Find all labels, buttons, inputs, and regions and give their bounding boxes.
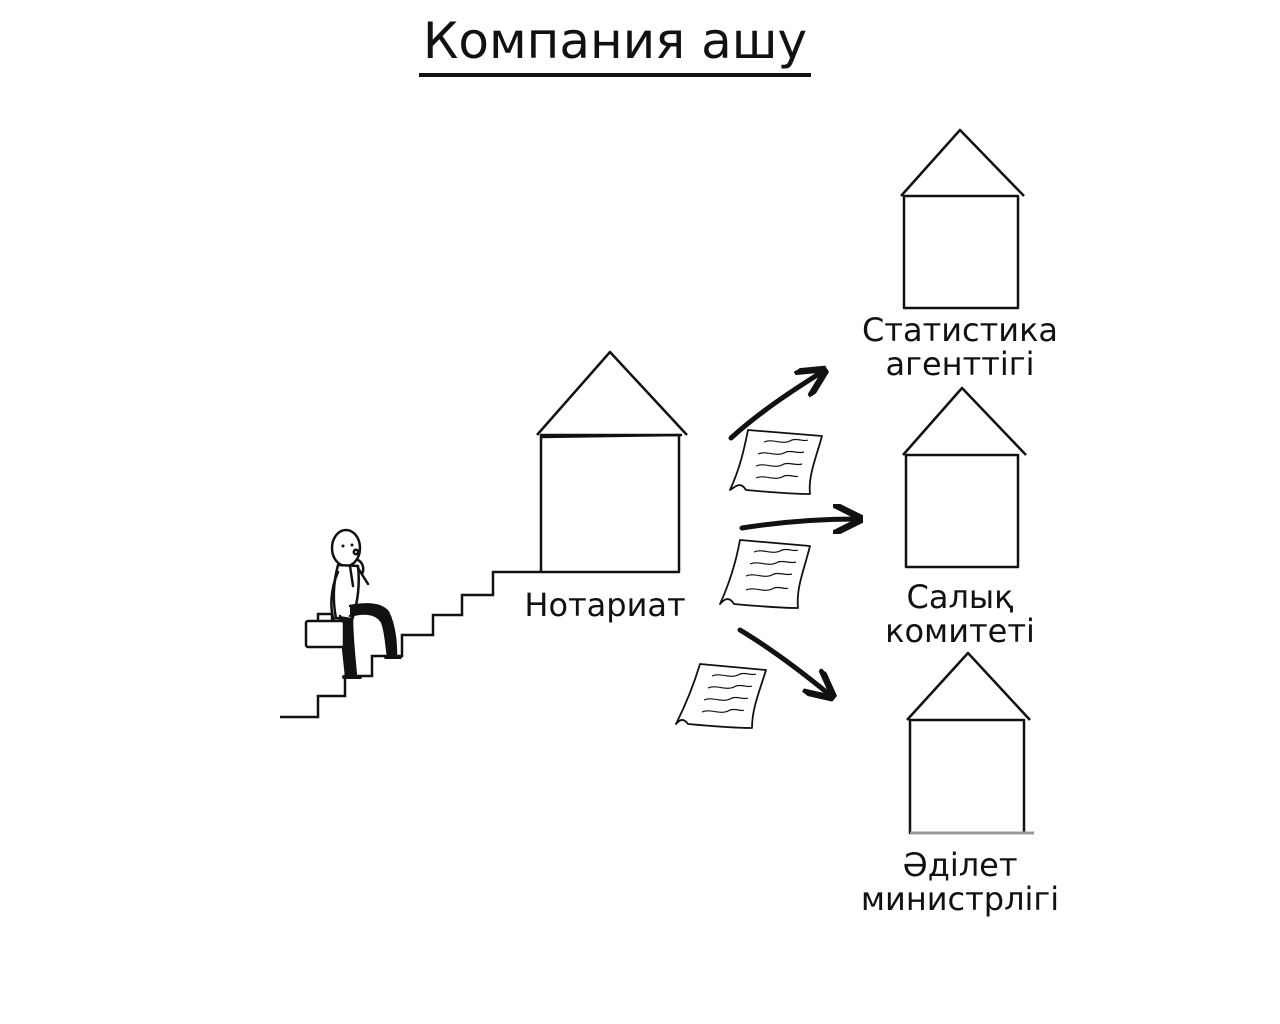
label-notary-text: Нотариат: [524, 586, 686, 624]
house-statistics: [900, 128, 1025, 310]
businessman-leg-front: [348, 603, 398, 658]
label-justice: Әділет министрлігі: [835, 848, 1085, 916]
label-justice-line1: Әділет: [902, 846, 1018, 884]
house-notary: [536, 350, 688, 574]
label-statistics-line2: агенттігі: [885, 345, 1035, 383]
arrow-to-statistics: [728, 372, 822, 441]
document-icon-2: [719, 539, 811, 609]
businessman-figure: [330, 528, 402, 679]
arrow-to-tax: [739, 519, 857, 528]
arrow-to-justice: [737, 627, 830, 695]
diagram-title: Компания ашу: [0, 12, 1230, 77]
label-statistics: Статистика агенттігі: [840, 313, 1080, 381]
label-justice-line2: министрлігі: [860, 880, 1060, 918]
label-notary: Нотариат: [520, 588, 690, 622]
label-tax: Салық комитеті: [860, 580, 1060, 648]
label-tax-line1: Салық: [906, 578, 1014, 616]
businessman-head: [330, 528, 362, 568]
document-icon-1: [729, 429, 823, 495]
staircase: [280, 570, 540, 719]
label-tax-line2: комитеті: [885, 612, 1035, 650]
diagram-title-text: Компания ашу: [418, 12, 812, 77]
document-icon-3: [675, 663, 767, 729]
label-statistics-line1: Статистика: [862, 311, 1058, 349]
briefcase-icon: [304, 612, 346, 649]
house-justice: [906, 651, 1034, 835]
house-tax: [902, 386, 1027, 569]
arrows: [728, 372, 857, 695]
